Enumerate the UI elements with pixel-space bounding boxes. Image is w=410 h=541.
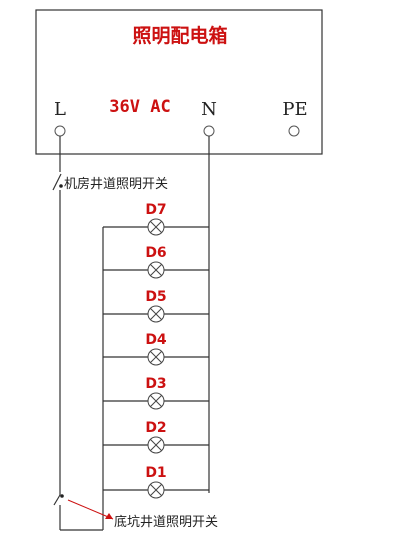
lamp-label-d2: D2 [145, 420, 166, 436]
lamp-cross [150, 221, 162, 233]
terminal-L-label: L [54, 99, 66, 120]
lamp-cross [150, 484, 162, 496]
bottom-switch-pointer-head [105, 513, 113, 519]
lamp-cross [150, 439, 162, 451]
lamp-label-d4: D4 [145, 332, 167, 348]
distribution-box [35, 9, 323, 155]
lamp-cross [150, 351, 162, 363]
voltage-label: 36V AC [109, 97, 170, 117]
lamp-label-d6: D6 [145, 245, 166, 261]
lamp-label-d7: D7 [145, 202, 166, 218]
bottom-switch-blade [53, 494, 61, 506]
terminal-PE-label: PE [282, 99, 307, 120]
lamp-cross [150, 308, 162, 320]
lamp-cross [150, 395, 162, 407]
bottom-switch-dot [60, 494, 64, 498]
box-title: 照明配电箱 [132, 24, 227, 47]
lamp-label-d3: D3 [145, 376, 166, 392]
terminal-N [203, 125, 215, 137]
top-switch-dot [59, 184, 63, 188]
bottom-switch-pointer [67, 499, 114, 520]
top-switch-blade [52, 173, 62, 191]
lamp-cross [150, 264, 162, 276]
terminal-N-label: N [201, 99, 217, 120]
top-switch-label: 机房井道照明开关 [64, 176, 168, 192]
lamp-label-d5: D5 [145, 289, 166, 305]
terminal-L [54, 125, 66, 137]
lamp-label-d1: D1 [145, 465, 166, 481]
bottom-switch-label: 底坑井道照明开关 [114, 514, 218, 530]
terminal-PE [288, 125, 300, 137]
